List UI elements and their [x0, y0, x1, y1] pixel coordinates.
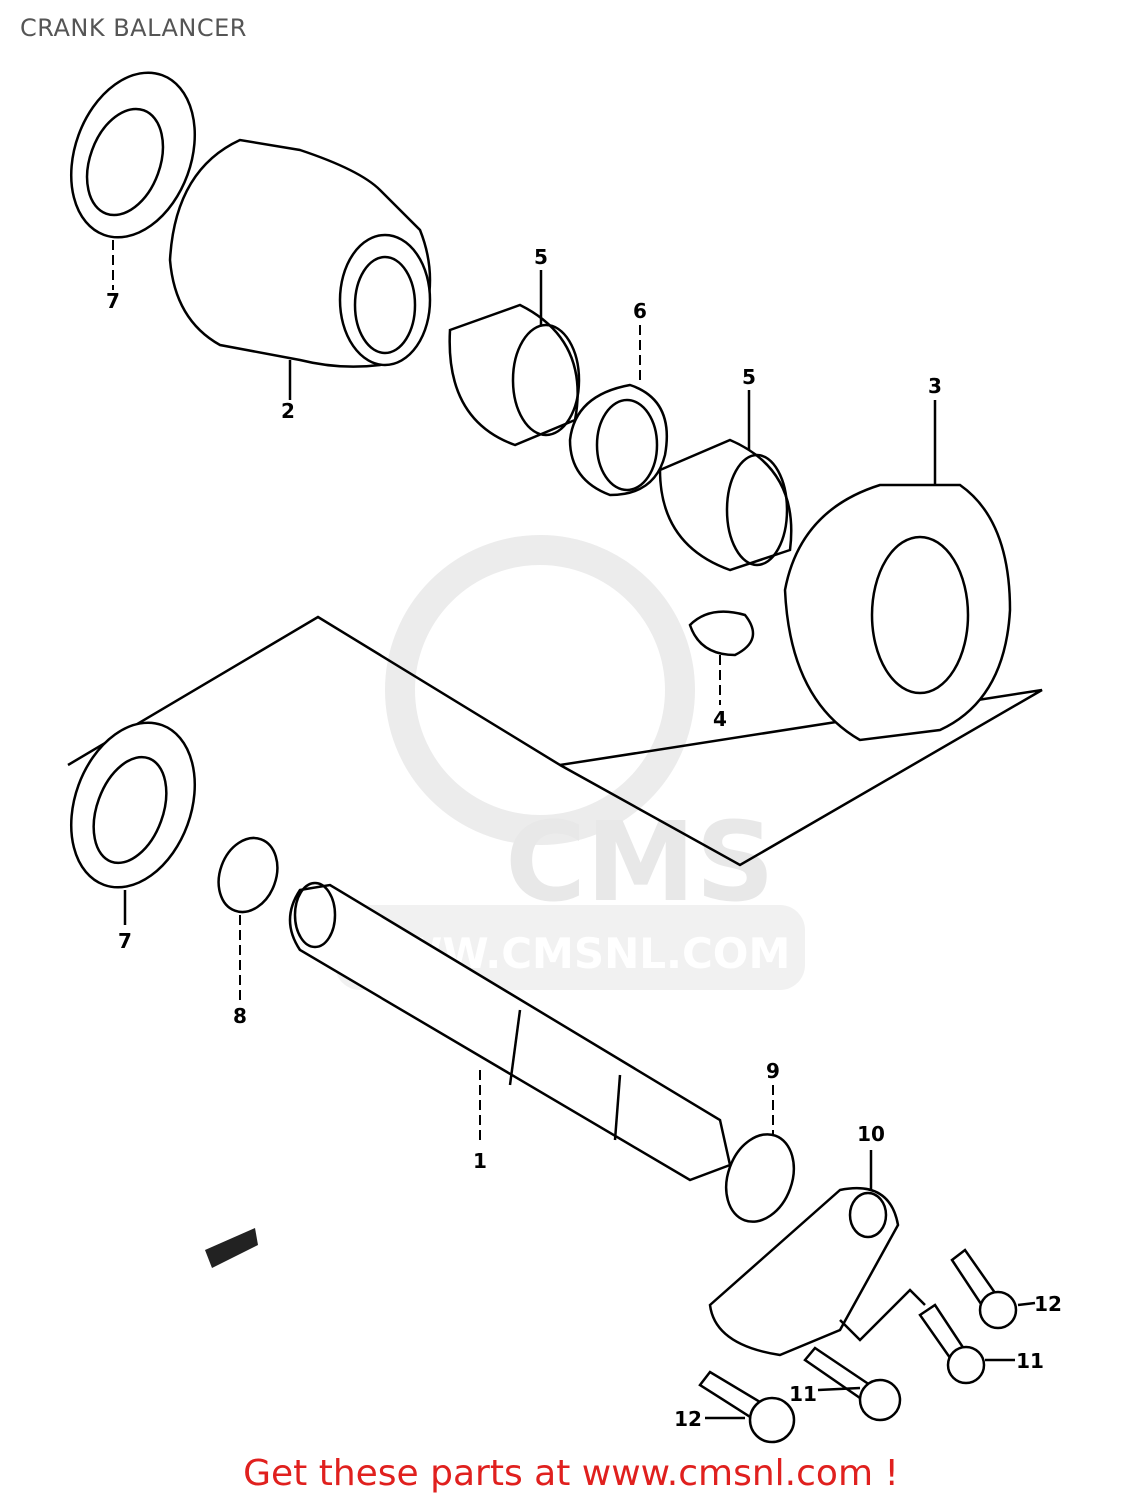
- callout-4: 4: [713, 707, 727, 731]
- callout-12b: 12: [674, 1407, 702, 1431]
- needle-bearing-a: [448, 270, 581, 447]
- callout-2: 2: [281, 399, 295, 423]
- bolt-11-right: [918, 1303, 1015, 1385]
- balancer-housing: [168, 138, 432, 400]
- watermark-brand: CMS: [505, 798, 774, 926]
- callout-8: 8: [233, 1004, 247, 1028]
- callout-10: 10: [857, 1122, 885, 1146]
- callout-9: 9: [766, 1059, 780, 1083]
- woodruff-key: [688, 610, 755, 705]
- callout-3: 3: [928, 374, 942, 398]
- callout-1: 1: [473, 1149, 487, 1173]
- balancer-gear: [783, 400, 1012, 742]
- o-ring-8: [217, 836, 279, 1000]
- bolt-11-left: [803, 1346, 902, 1422]
- balancer-lever: [708, 1150, 900, 1357]
- page-title: CRANK BALANCER: [20, 14, 247, 42]
- callout-7-top: 7: [106, 289, 120, 313]
- callout-5a: 5: [534, 245, 548, 269]
- oil-seal-bottom: [69, 721, 197, 925]
- callout-11b: 11: [789, 1382, 817, 1406]
- bolt-12-left: [698, 1370, 796, 1444]
- o-ring-9: [724, 1085, 796, 1223]
- bolt-group-bracket: [839, 1288, 926, 1342]
- bolt-12-right: [950, 1248, 1036, 1330]
- callout-5b: 5: [742, 365, 756, 389]
- callout-11a: 11: [1016, 1349, 1044, 1373]
- callout-7-bottom: 7: [118, 929, 132, 953]
- oil-seal-top: [69, 71, 197, 290]
- needle-bearing-b: [658, 390, 793, 572]
- callout-12a: 12: [1034, 1292, 1062, 1316]
- assembly-plane-outline: [67, 615, 1043, 867]
- spacer: [568, 325, 669, 497]
- front-arrow-icon: [205, 1228, 258, 1268]
- balancer-shaft: [288, 881, 732, 1182]
- callout-6: 6: [633, 299, 647, 323]
- footer-link[interactable]: Get these parts at www.cmsnl.com !: [243, 1453, 899, 1494]
